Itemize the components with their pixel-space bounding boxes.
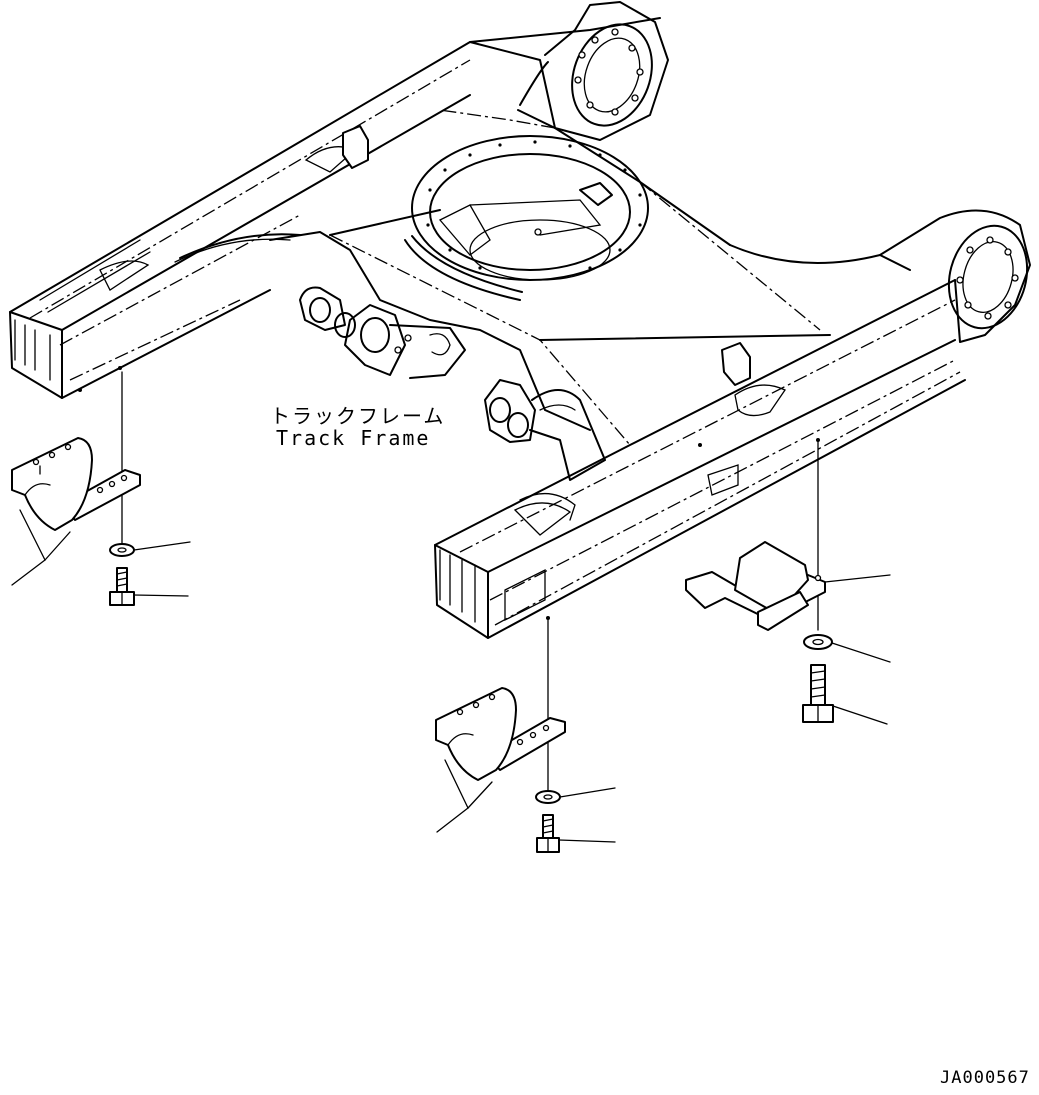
track-frame-label-jp: トラックフレーム [270, 404, 446, 428]
center-guard-group [435, 619, 616, 853]
left-side-frame [9, 17, 661, 399]
hex-bolt-icon [536, 814, 616, 853]
hex-bolt-icon [109, 567, 189, 606]
rear-sprocket-boss [469, 1, 669, 141]
track-frame-label-en: Track Frame [276, 426, 431, 450]
front-idler-boss [879, 209, 1031, 343]
guard-callout [436, 759, 493, 833]
guard-bracket-icon [685, 541, 891, 631]
washer-icon [109, 541, 191, 557]
track-guard-icon [11, 437, 93, 531]
track-guard-icon [435, 687, 517, 781]
right-side-frame [434, 279, 966, 639]
blade-mount-bracket [174, 231, 606, 481]
figure-code: JA000567 [940, 1068, 1030, 1088]
guard-callout [11, 509, 71, 586]
washer-icon [535, 787, 616, 804]
center-body [329, 109, 911, 446]
right-guard-group [685, 441, 891, 725]
washer-icon [803, 634, 891, 663]
hex-bolt-icon [802, 664, 888, 725]
left-guard-group [11, 371, 191, 606]
track-frame [9, 1, 1031, 639]
